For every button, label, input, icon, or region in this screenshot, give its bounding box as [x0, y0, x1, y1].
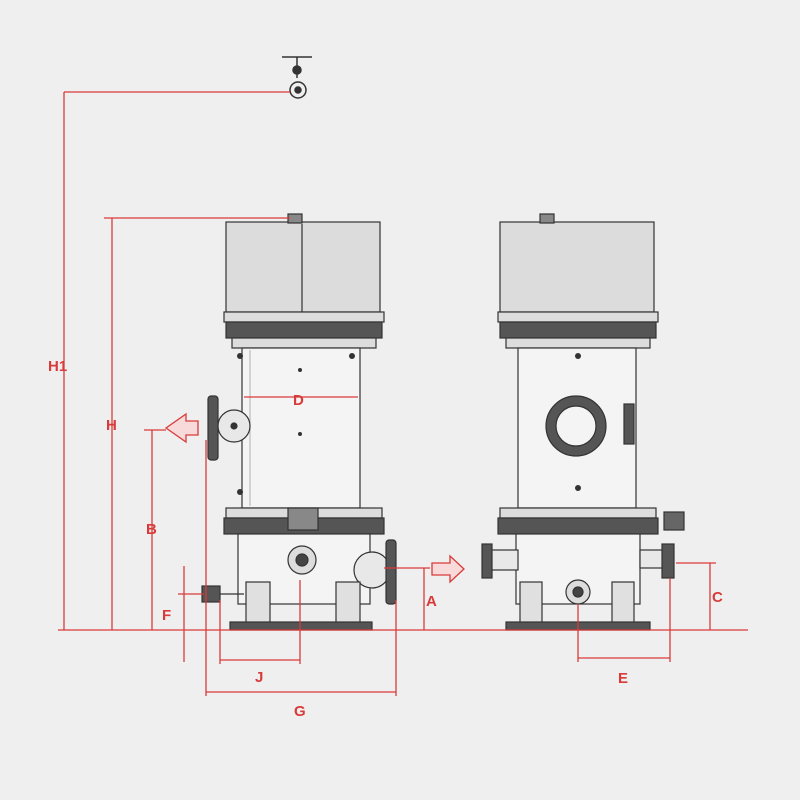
upper-flange-bolts-front	[499, 321, 657, 339]
dim-label-d: D	[293, 392, 304, 409]
dim-label-c: C	[712, 589, 723, 606]
left-nozzle-flange	[481, 543, 493, 579]
upper-collar	[231, 337, 377, 349]
elbow-nozzle	[639, 549, 663, 569]
base-frame	[229, 621, 373, 631]
body-shell	[241, 347, 361, 509]
upper-flange-plate	[223, 311, 385, 323]
dim-label-j: J	[255, 669, 263, 686]
tank-cap	[287, 213, 303, 224]
drain-valve-core	[295, 553, 309, 567]
outlet-port-center	[230, 422, 238, 430]
left-nozzle	[491, 549, 519, 571]
elbow-flange	[661, 543, 675, 579]
outlet-flange	[207, 395, 219, 461]
dim-label-a: A	[426, 593, 437, 610]
upper-flange-bolts	[225, 321, 383, 339]
lower-flange-bolts-front	[497, 517, 659, 535]
sight-glass	[555, 405, 597, 447]
leg-left	[245, 581, 271, 627]
dim-label-b: B	[146, 521, 157, 538]
dim-label-f: F	[162, 607, 171, 624]
sample-valve	[201, 585, 221, 603]
left-filter-unit	[201, 213, 397, 631]
top-tank-front	[499, 221, 655, 313]
dim-label-h1: H1	[48, 358, 67, 375]
lifting-eye-icon	[282, 56, 312, 99]
leg-right	[335, 581, 361, 627]
leg-right-front	[611, 581, 635, 627]
tank-cap-front	[539, 213, 555, 224]
dim-label-h: H	[106, 417, 117, 434]
center-coupling	[287, 507, 319, 531]
flow-arrow-icon	[431, 554, 465, 584]
dimension-lines	[58, 91, 748, 696]
right-unit-bolts	[575, 353, 581, 491]
bottom-drain-core	[572, 586, 584, 598]
flow-arrow-icon	[164, 412, 199, 444]
left-unit-bolts	[237, 353, 355, 495]
dim-label-e: E	[618, 670, 628, 687]
side-nozzle	[623, 403, 635, 445]
inlet-flange	[385, 539, 397, 605]
dim-label-g: G	[294, 703, 306, 720]
leg-left-front	[519, 581, 543, 627]
lower-flange-plate-front	[499, 507, 657, 519]
elbow-valve	[663, 511, 685, 531]
right-filter-unit	[481, 213, 685, 631]
upper-collar-front	[505, 337, 651, 349]
top-tank	[225, 221, 381, 313]
upper-flange-plate-front	[497, 311, 659, 323]
